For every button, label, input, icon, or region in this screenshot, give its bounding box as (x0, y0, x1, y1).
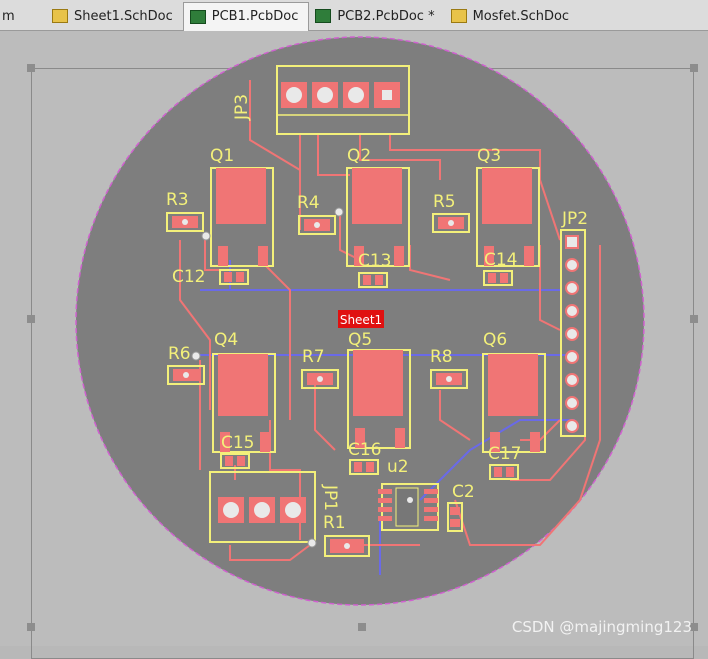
resize-handle[interactable] (27, 623, 35, 631)
pcb-doc-icon (189, 9, 206, 24)
mosfet-q3[interactable] (476, 167, 540, 267)
c17-designator[interactable]: C17 (488, 444, 522, 464)
tab-label: m (2, 8, 15, 24)
q4-designator[interactable]: Q4 (214, 330, 238, 350)
capacitor-c16[interactable] (349, 459, 379, 475)
tab-label: Mosfet.SchDoc (472, 8, 570, 24)
capacitor-c12[interactable] (219, 269, 249, 285)
document-tab-bar: m Sheet1.SchDoc PCB1.PcbDoc PCB2.PcbDoc … (0, 0, 708, 31)
tab-mosfet-schdoc[interactable]: Mosfet.SchDoc (445, 3, 580, 29)
r8-designator[interactable]: R8 (430, 347, 453, 367)
room-label-box[interactable] (338, 310, 384, 328)
resize-handle[interactable] (27, 315, 35, 323)
vias (191, 207, 344, 548)
jp3-designator[interactable]: JP3 (232, 94, 252, 121)
resize-handle[interactable] (690, 623, 698, 631)
room-label: Sheet1 (340, 313, 382, 327)
q2-designator[interactable]: Q2 (347, 146, 371, 166)
capacitor-c2[interactable] (447, 502, 463, 532)
c14-designator[interactable]: C14 (484, 250, 518, 270)
watermark-text: CSDN @majingming123 (511, 618, 692, 636)
r6-designator[interactable]: R6 (168, 344, 191, 364)
pcb-doc-icon (315, 9, 332, 23)
q3-designator[interactable]: Q3 (477, 146, 501, 166)
resize-handle[interactable] (358, 623, 366, 631)
tab-pcb2-pcbdoc[interactable]: PCB2.PcbDoc * (309, 3, 444, 29)
tab-partial[interactable]: m (0, 3, 46, 29)
jp2-outline (560, 229, 586, 437)
tab-label: PCB2.PcbDoc * (337, 8, 435, 24)
u2-designator[interactable]: u2 (387, 457, 409, 477)
r5-designator[interactable]: R5 (433, 192, 456, 212)
jp2-designator[interactable]: JP2 (561, 209, 588, 229)
resistor-r5[interactable] (432, 213, 470, 233)
c12-designator[interactable]: C12 (172, 267, 206, 287)
ic-u2[interactable] (378, 483, 439, 531)
mosfet-q1[interactable] (210, 167, 274, 267)
resistor-r4[interactable] (298, 215, 336, 235)
c13-designator[interactable]: C13 (358, 251, 392, 271)
mosfet-q5[interactable] (347, 349, 411, 449)
r4-designator[interactable]: R4 (297, 193, 320, 213)
q6-designator[interactable]: Q6 (483, 330, 507, 350)
tab-pcb1-pcbdoc[interactable]: PCB1.PcbDoc (182, 1, 310, 31)
capacitor-c14[interactable] (483, 270, 513, 286)
jp1-outline (209, 471, 316, 543)
jp2-pads (565, 235, 579, 433)
jp1-pads (218, 497, 306, 523)
resize-handle[interactable] (27, 64, 35, 72)
r3-designator[interactable]: R3 (166, 190, 189, 210)
resistor-r8[interactable] (430, 369, 468, 389)
q5-designator[interactable]: Q5 (348, 330, 372, 350)
resistor-r7[interactable] (301, 369, 339, 389)
r7-designator[interactable]: R7 (302, 347, 325, 367)
c15-designator[interactable]: C15 (221, 433, 255, 453)
resize-handle[interactable] (690, 64, 698, 72)
resistor-r3[interactable] (166, 212, 204, 232)
tab-label: PCB1.PcbDoc (211, 9, 299, 24)
jp3-outline (276, 65, 410, 135)
capacitor-c13[interactable] (358, 272, 388, 288)
mosfet-q2[interactable] (346, 167, 410, 267)
schematic-doc-icon (450, 9, 467, 23)
jp1-designator[interactable]: JP1 (320, 484, 340, 511)
mosfet-q6[interactable] (482, 353, 546, 453)
mosfet-q4[interactable] (212, 353, 276, 453)
c16-designator[interactable]: C16 (348, 440, 382, 460)
schematic-doc-icon (52, 9, 68, 23)
capacitor-c17[interactable] (489, 464, 519, 480)
q1-designator[interactable]: Q1 (210, 146, 234, 166)
resistor-r6[interactable] (167, 365, 205, 385)
jp3-pads (281, 82, 400, 108)
resize-handle[interactable] (690, 315, 698, 323)
tab-label: Sheet1.SchDoc (74, 8, 173, 24)
capacitor-c15[interactable] (220, 453, 250, 469)
tab-sheet1-schdoc[interactable]: Sheet1.SchDoc (46, 3, 183, 29)
resistor-r1[interactable] (324, 535, 370, 557)
r1-designator[interactable]: R1 (323, 513, 346, 533)
c2-designator[interactable]: C2 (452, 482, 475, 502)
